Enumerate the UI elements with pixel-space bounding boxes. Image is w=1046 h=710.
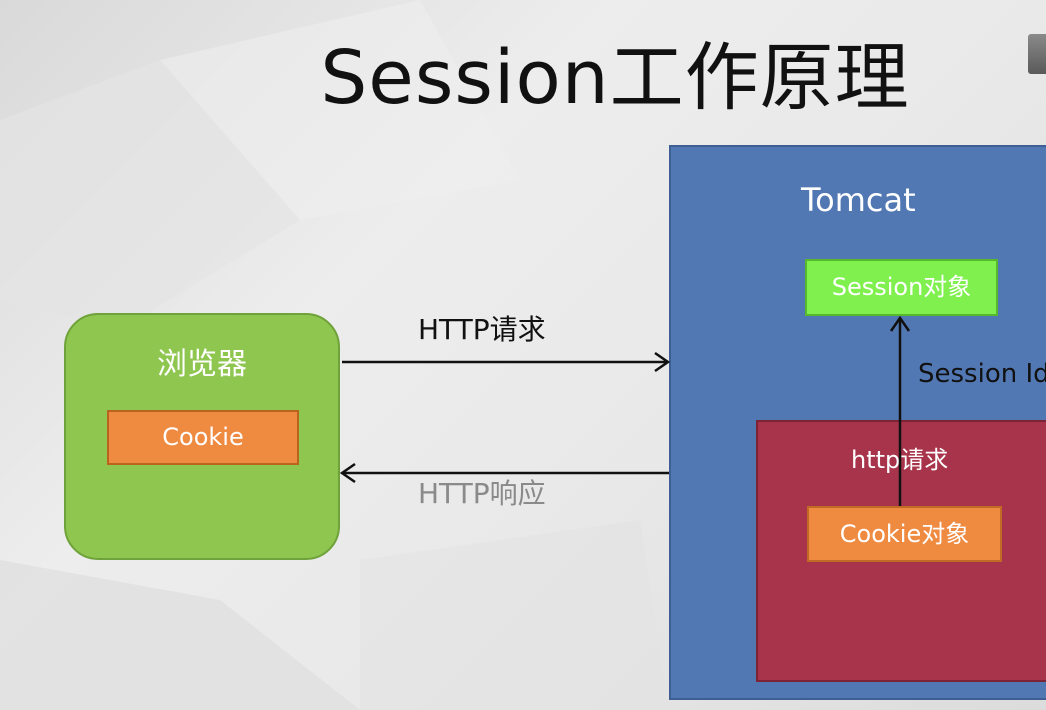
cookie-box: Cookie <box>107 410 299 465</box>
session-object-box: Session对象 <box>805 259 998 316</box>
browser-label: 浏览器 <box>157 347 247 382</box>
slide-corner-icon <box>1028 34 1046 74</box>
request-arrow <box>342 351 671 373</box>
http-response-arrow-label: HTTP响应 <box>418 477 546 510</box>
tomcat-box: Tomcat Session对象 Session Id http请求 Cooki… <box>669 145 1046 700</box>
tomcat-label: Tomcat <box>801 181 916 219</box>
page-title: Session工作原理 <box>320 35 910 121</box>
http-request-box: http请求 Cookie对象 <box>756 420 1046 682</box>
http-request-arrow-label: HTTP请求 <box>418 313 546 346</box>
session-id-label: Session Id <box>918 359 1046 389</box>
cookie-object-box: Cookie对象 <box>807 506 1002 562</box>
http-request-label: http请求 <box>851 446 949 474</box>
browser-box: 浏览器 Cookie <box>64 313 340 560</box>
